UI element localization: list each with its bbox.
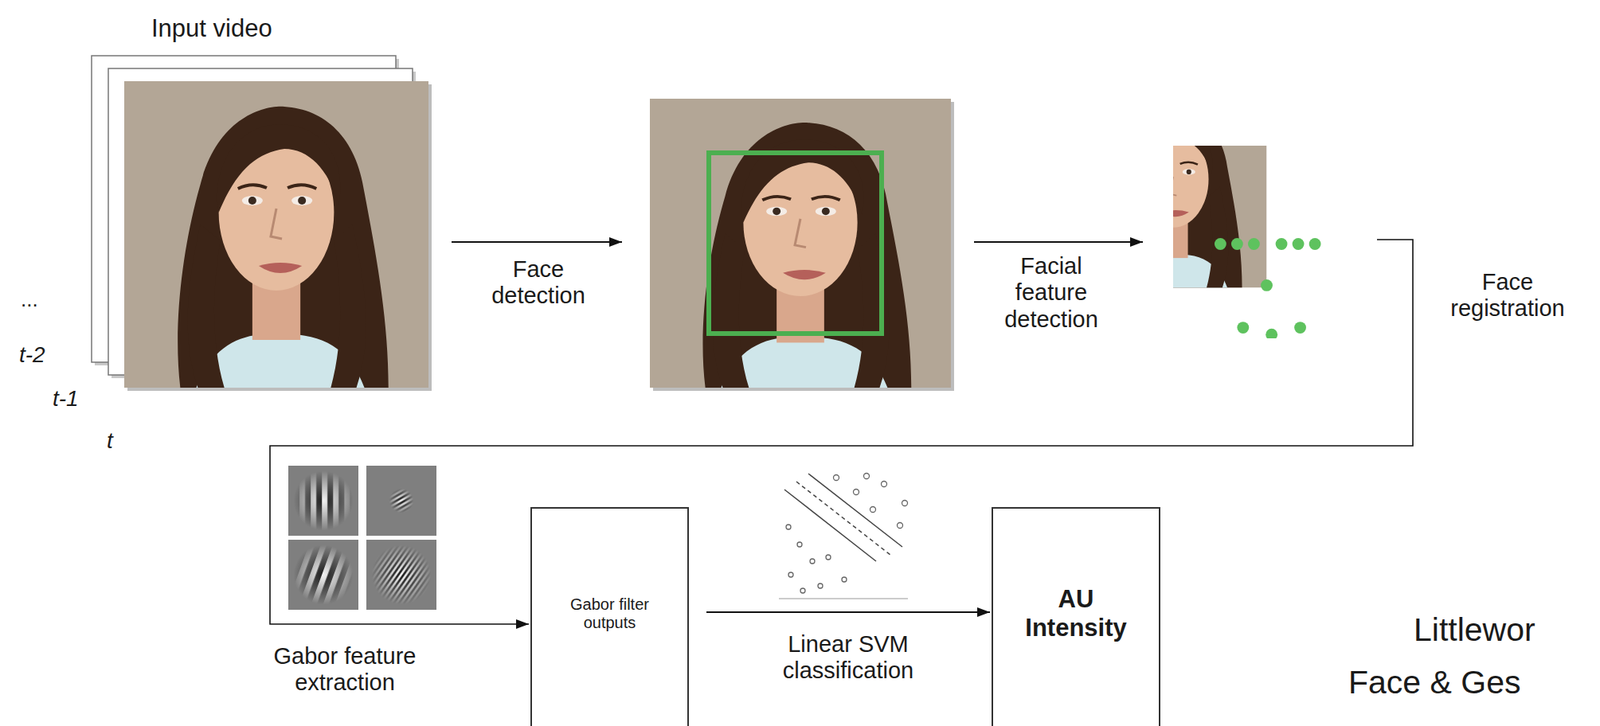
box-label: AU Intensity bbox=[1008, 585, 1144, 642]
facial-feature-image bbox=[1079, 97, 1322, 341]
step-label: Face registration bbox=[1425, 269, 1590, 323]
detected-face-image bbox=[649, 98, 955, 392]
pipeline-arrows bbox=[269, 239, 1413, 625]
step-label: Gabor feature extraction bbox=[249, 643, 441, 697]
svm-illustration bbox=[778, 473, 908, 600]
box-label: Gabor filter outputs bbox=[558, 595, 662, 633]
process-box: Gabor filter outputs bbox=[530, 507, 689, 726]
time-index: t bbox=[106, 428, 114, 454]
edge-label: Linear SVM classification bbox=[756, 631, 940, 685]
video-frames: Input video bbox=[87, 9, 432, 391]
output-box: AU Intensity bbox=[991, 507, 1161, 726]
step-label: Facial feature detection bbox=[987, 253, 1115, 333]
time-index: t-2 bbox=[19, 342, 46, 368]
gabor-filter-patches bbox=[251, 424, 480, 654]
heading: Input video bbox=[151, 14, 273, 44]
connector-arrow bbox=[706, 611, 990, 614]
author-credit: Face & Ges bbox=[1348, 664, 1521, 702]
frame-stack bbox=[91, 55, 432, 392]
step-label: Face detection bbox=[474, 256, 603, 310]
time-index: t-1 bbox=[52, 386, 79, 412]
author-credit: Littlewor bbox=[1413, 611, 1536, 650]
step-label: ... bbox=[20, 288, 39, 313]
